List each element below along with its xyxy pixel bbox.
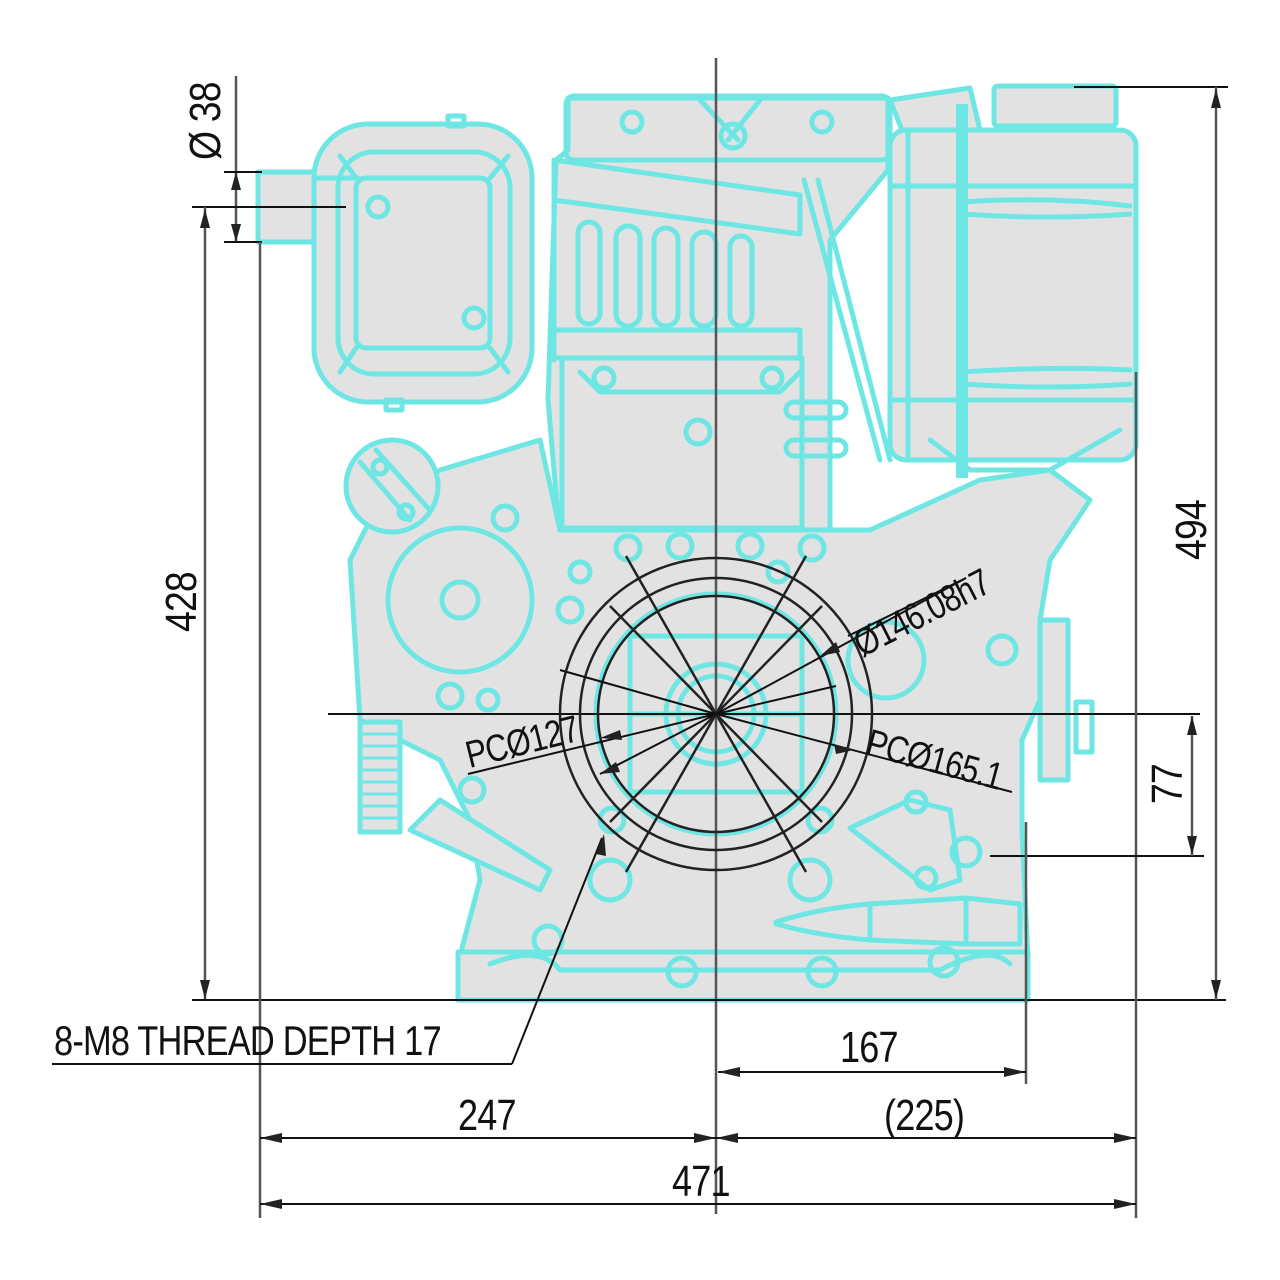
dimension-lines — [52, 58, 1228, 1218]
cylinder-head — [545, 93, 893, 543]
dim-width-471: 471 — [672, 1157, 731, 1206]
cooling-fins — [357, 719, 403, 835]
air-cleaner — [255, 113, 535, 413]
dim-width-247: 247 — [458, 1091, 517, 1140]
fuel-tank — [887, 83, 1139, 478]
thread-note: 8-M8 THREAD DEPTH 17 — [54, 1017, 442, 1064]
dim-height-494: 494 — [1167, 500, 1216, 560]
dim-exhaust-diameter: Ø 38 — [181, 82, 230, 160]
dim-height-428: 428 — [157, 572, 206, 632]
engine-outline — [255, 83, 1139, 1003]
dim-offset-77: 77 — [1143, 764, 1192, 804]
dim-width-167: 167 — [840, 1023, 899, 1072]
dim-width-225: (225) — [884, 1091, 965, 1140]
